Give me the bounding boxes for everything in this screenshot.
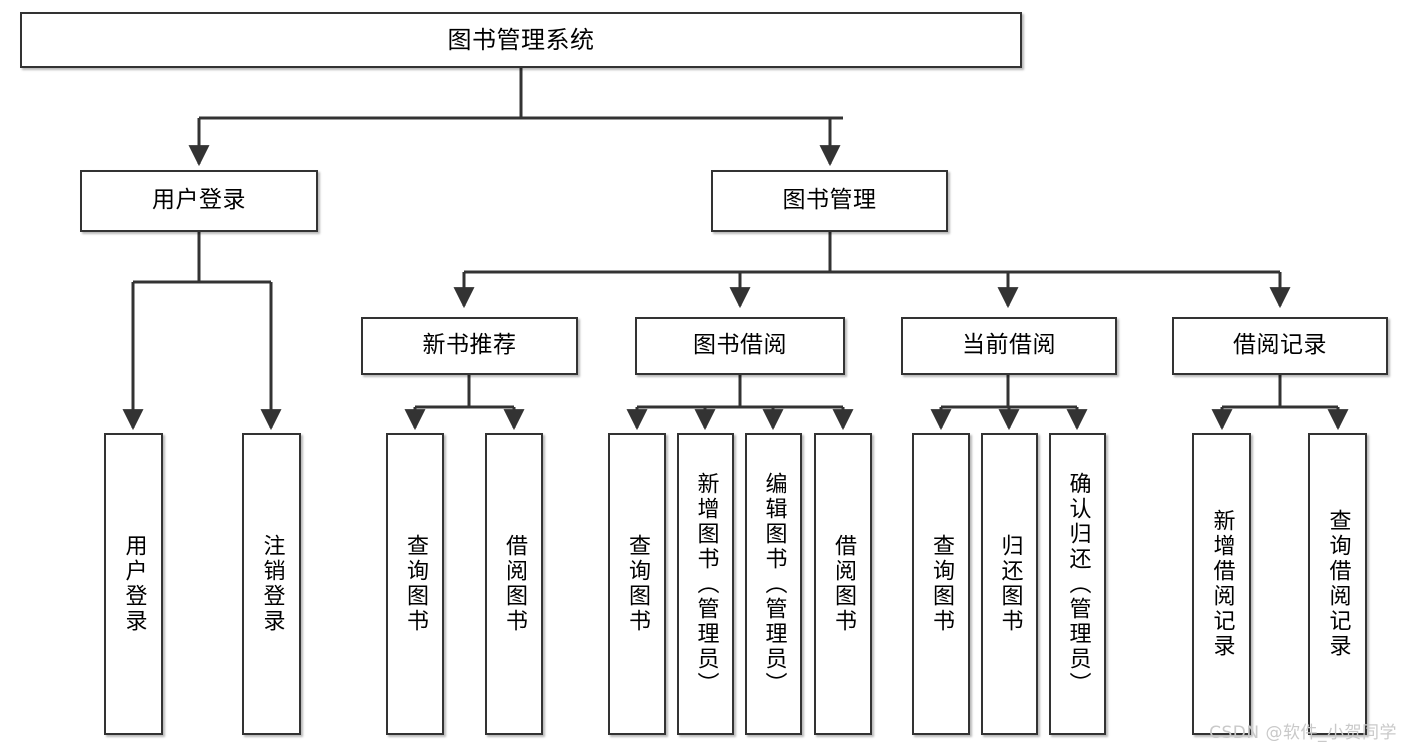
node-book-manage-label: 图书管理 [782, 187, 877, 214]
node-leaf-query-book-3[interactable]: 查询图书 [912, 433, 970, 735]
node-leaf-return-book[interactable]: 归还图书 [981, 433, 1038, 735]
node-leaf-query-book-3-label: 查询图书 [929, 534, 954, 634]
node-new-book-rec-label: 新书推荐 [422, 332, 517, 359]
node-borrow-record-label: 借阅记录 [1233, 332, 1327, 359]
node-root[interactable]: 图书管理系统 [20, 12, 1022, 68]
node-leaf-logout-label: 注销登录 [259, 534, 285, 634]
node-leaf-query-book-2[interactable]: 查询图书 [608, 433, 666, 735]
node-leaf-confirm-return[interactable]: 确认归还（管理员） [1049, 433, 1106, 735]
node-user-login[interactable]: 用户登录 [80, 170, 318, 232]
node-leaf-logout[interactable]: 注销登录 [242, 433, 301, 735]
node-leaf-add-book-label: 新增图书（管理员） [693, 471, 719, 697]
node-user-login-label: 用户登录 [152, 187, 246, 214]
node-leaf-borrow-book-2-label: 借阅图书 [831, 534, 856, 634]
node-leaf-confirm-return-label: 确认归还（管理员） [1065, 471, 1091, 697]
node-leaf-borrow-book-1-label: 借阅图书 [502, 534, 527, 634]
node-leaf-borrow-book-2[interactable]: 借阅图书 [814, 433, 872, 735]
node-root-label: 图书管理系统 [447, 25, 595, 54]
node-new-book-rec[interactable]: 新书推荐 [361, 317, 578, 375]
node-leaf-query-book-1[interactable]: 查询图书 [386, 433, 444, 735]
node-leaf-add-record-label: 新增借阅记录 [1209, 509, 1235, 659]
node-leaf-user-login-label: 用户登录 [121, 534, 147, 634]
node-leaf-edit-book[interactable]: 编辑图书（管理员） [745, 433, 802, 735]
node-leaf-borrow-book-1[interactable]: 借阅图书 [485, 433, 543, 735]
node-leaf-edit-book-label: 编辑图书（管理员） [761, 471, 787, 697]
node-leaf-query-record[interactable]: 查询借阅记录 [1308, 433, 1367, 735]
watermark: CSDN @软件_小贺同学 [1209, 723, 1397, 743]
node-current-borrow-label: 当前借阅 [962, 332, 1056, 359]
node-leaf-query-book-2-label: 查询图书 [625, 534, 650, 634]
node-book-borrow-label: 图书借阅 [693, 332, 787, 359]
node-leaf-query-record-label: 查询借阅记录 [1325, 509, 1351, 659]
node-current-borrow[interactable]: 当前借阅 [901, 317, 1117, 375]
node-borrow-record[interactable]: 借阅记录 [1172, 317, 1388, 375]
node-book-manage[interactable]: 图书管理 [711, 170, 948, 232]
node-leaf-add-book[interactable]: 新增图书（管理员） [677, 433, 734, 735]
node-leaf-user-login[interactable]: 用户登录 [104, 433, 163, 735]
node-leaf-query-book-1-label: 查询图书 [403, 534, 428, 634]
node-leaf-return-book-label: 归还图书 [997, 534, 1023, 634]
node-leaf-add-record[interactable]: 新增借阅记录 [1192, 433, 1251, 735]
node-book-borrow[interactable]: 图书借阅 [635, 317, 845, 375]
